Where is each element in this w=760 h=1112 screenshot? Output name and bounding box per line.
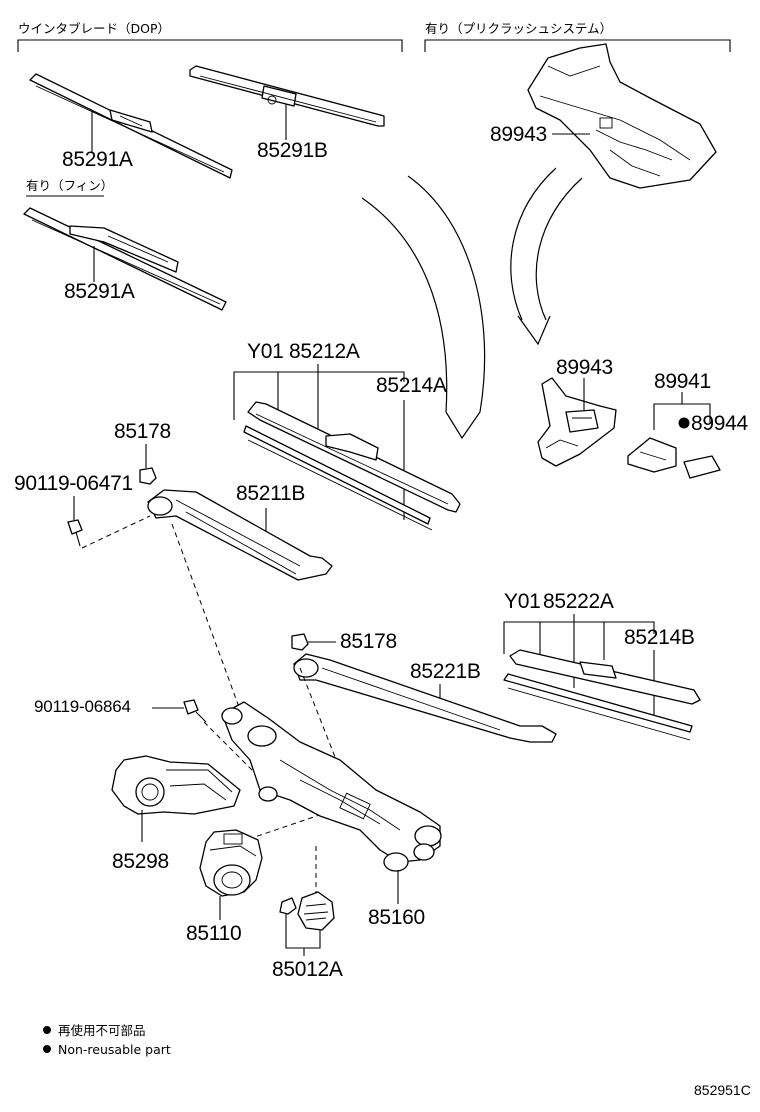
label-89941: 89941 [654, 370, 711, 393]
motor-cover-85298 [111, 755, 241, 815]
legend-bullet-en [43, 1045, 51, 1053]
adhesive-pad-89944 [683, 455, 721, 479]
label-85214a: 85214A [376, 374, 447, 397]
label-85160: 85160 [368, 906, 425, 929]
label-85211b: 85211B [236, 482, 305, 505]
label-85291a-top: 85291A [62, 148, 133, 171]
wiper-blade-85212a [243, 401, 461, 531]
non-reusable-mark-89944 [678, 417, 690, 429]
header-fin: 有り（フィン） [26, 178, 113, 193]
label-85178-b: 85178 [340, 630, 397, 653]
legend-en: Non-reusable part [58, 1042, 171, 1057]
figure-id: 852951C [694, 1082, 751, 1098]
dash-line-1 [81, 515, 151, 549]
header-winter-blade: ウインタブレード（DOP） [18, 21, 170, 36]
label-89943-top: 89943 [490, 123, 547, 146]
label-85221b: 85221B [410, 660, 481, 683]
wiper-arm-85221b [293, 653, 557, 743]
label-85291b: 85291B [257, 139, 328, 162]
sensor-part-89941 [627, 437, 677, 473]
curved-arrow-blade-left [361, 175, 486, 440]
label-prefix-y01-a: Y01 [247, 340, 283, 363]
label-90119-06864: 90119-06864 [34, 697, 131, 716]
winter-blade-85291a-fin [23, 207, 227, 311]
wiper-arm-85211b [147, 489, 333, 581]
label-85298: 85298 [112, 850, 169, 873]
bracket-85212a [233, 371, 405, 420]
header-pre-crash: 有り（プリクラッシュシステム） [425, 21, 612, 36]
bracket-85012a [285, 914, 321, 949]
label-85012a: 85012A [272, 958, 343, 981]
winter-blade-85291b [189, 65, 385, 127]
label-85178-a: 85178 [114, 420, 171, 443]
label-89943-mid: 89943 [556, 356, 613, 379]
label-89944: 89944 [691, 412, 749, 435]
bracket-85222a [503, 621, 655, 654]
label-85110: 85110 [186, 922, 241, 945]
label-90119-06471: 90119-06471 [14, 472, 133, 495]
label-85214b: 85214B [624, 626, 695, 649]
nut-85178-a [139, 467, 157, 485]
dash-line-4 [203, 721, 263, 781]
label-85222a: 85222A [543, 590, 614, 613]
bracket-winter-blade [17, 39, 403, 52]
bolt-90119-06864 [183, 699, 207, 723]
bracket-pre-crash [424, 39, 731, 52]
bolt-90119-06471 [67, 519, 83, 547]
precrash-bracket-89943 [537, 377, 617, 467]
legend-jp: 再使用不可部品 [58, 1023, 146, 1038]
legend-bullet-jp [43, 1026, 51, 1034]
wiper-blade-85222a [503, 649, 701, 741]
bushing-set-85012a [279, 891, 335, 931]
winter-blade-85291a-top [29, 73, 233, 179]
wiper-linkage-85160 [221, 701, 442, 872]
nut-85178-b [291, 633, 309, 651]
label-85291a-fin: 85291A [64, 280, 135, 303]
precrash-cover-89943-top [527, 43, 717, 189]
label-85212a: 85212A [289, 340, 360, 363]
curved-arrow-precrash [510, 167, 583, 346]
wiper-motor-85110 [199, 829, 263, 897]
label-prefix-y01-b: Y01 [504, 590, 540, 613]
